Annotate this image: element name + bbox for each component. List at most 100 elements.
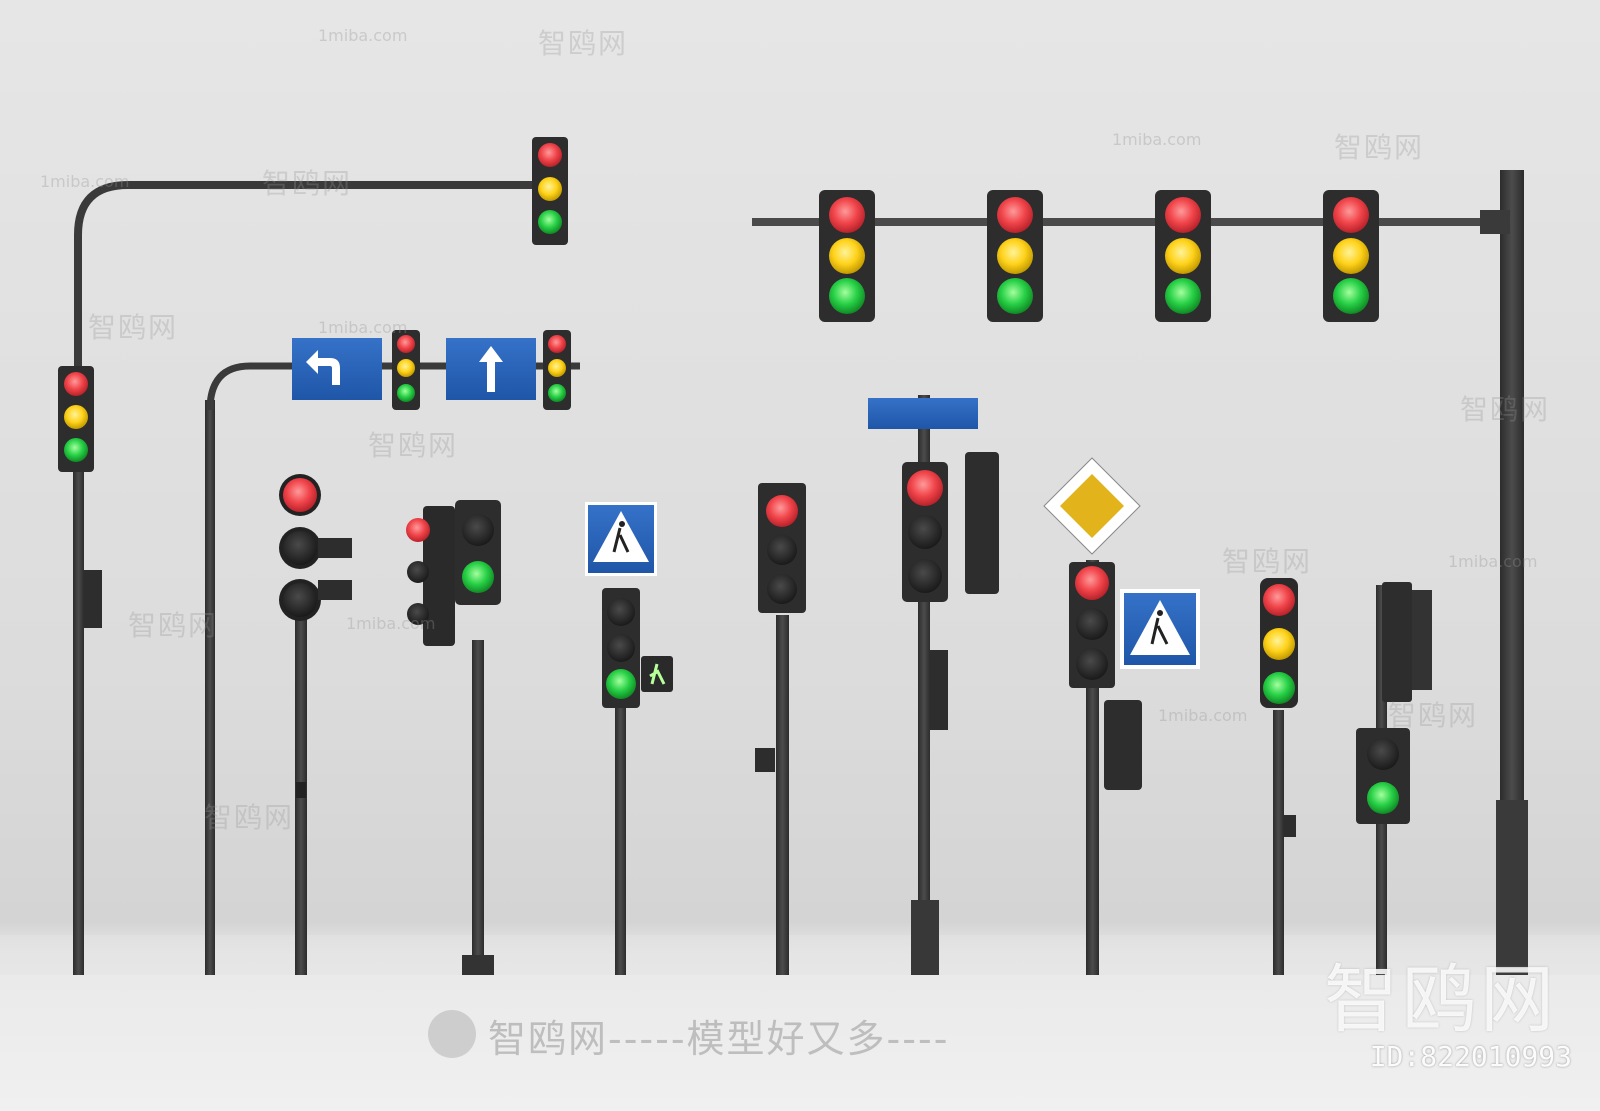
round-signal-pole [279, 474, 352, 975]
small-side-signal [930, 650, 948, 730]
red-light-icon [283, 478, 317, 512]
watermark-brand: 智鸥网 [368, 429, 459, 462]
priority-road-diamond [1060, 474, 1124, 538]
red-light-icon [64, 372, 88, 396]
signal-head-top [1382, 582, 1412, 702]
side-signal-head [965, 452, 999, 594]
green-light-icon [997, 278, 1033, 314]
off-light-icon [607, 634, 635, 662]
signal-head-rear [423, 506, 455, 646]
pole [472, 640, 484, 960]
yellow-light-icon [64, 405, 88, 429]
mast-arm [74, 181, 535, 370]
off-light-icon [407, 603, 429, 625]
watermark-brand: 智鸥网 [1460, 393, 1551, 426]
yellow-light-icon [997, 238, 1033, 274]
watermark-site: 1miba.com [1158, 706, 1248, 725]
push-button [296, 782, 306, 798]
pole [205, 400, 215, 975]
red-light-icon [997, 197, 1033, 233]
red-light-icon [397, 335, 415, 353]
green-light-icon [64, 438, 88, 462]
green-light-icon [548, 384, 566, 402]
small-signal-pole [1260, 578, 1298, 975]
red-light-icon [1263, 584, 1295, 616]
yellow-light-icon [1333, 238, 1369, 274]
push-button-box [755, 748, 775, 772]
priority-sign-signal-pole [1043, 457, 1200, 975]
off-light-icon [407, 561, 429, 583]
yellow-light-icon [829, 238, 865, 274]
watermark-slogan: 智鸥网-----模型好又多---- [488, 1017, 950, 1061]
arrow-left-turn-icon [306, 350, 340, 385]
watermark-site: 1miba.com [318, 318, 408, 337]
arm-bracket [1480, 210, 1510, 234]
floor-band [0, 935, 1600, 975]
watermark-brand: 智鸥网 [262, 167, 353, 200]
double-signal-pole [406, 500, 501, 975]
red-light-icon [907, 470, 943, 506]
yellow-light-icon [548, 359, 566, 377]
yellow-light-icon [1263, 628, 1295, 660]
gantry-arm [752, 218, 1512, 226]
green-light-icon [1333, 278, 1369, 314]
pole [615, 700, 626, 975]
red-light-icon [538, 143, 562, 167]
off-light-icon [767, 535, 797, 565]
off-light-icon [283, 583, 317, 617]
off-light-icon [283, 531, 317, 565]
green-light-icon [462, 561, 494, 593]
red-light-icon [548, 335, 566, 353]
red-light-icon [406, 518, 430, 542]
watermark-site: 1miba.com [40, 172, 130, 191]
watermark-corner-brand: 智鸥网 [1324, 957, 1558, 1043]
overhead-arrow-sign-gantry [205, 330, 580, 975]
watermark-brand: 智鸥网 [88, 311, 179, 344]
off-light-icon [908, 559, 942, 593]
red-light-icon [1075, 566, 1109, 600]
watermark-brand: 智鸥网 [204, 801, 295, 834]
off-light-icon [1076, 608, 1108, 640]
yellow-light-icon [397, 359, 415, 377]
green-light-icon [397, 384, 415, 402]
red-light-icon [766, 495, 798, 527]
pedestrian-signal-pole [585, 502, 673, 975]
green-light-icon [538, 210, 562, 234]
pole [1273, 710, 1284, 975]
street-name-sign [868, 398, 978, 429]
single-red-signal-pole [755, 483, 806, 975]
watermark-site: 1miba.com [346, 614, 436, 633]
walk-signal [641, 656, 673, 692]
green-light-icon [829, 278, 865, 314]
watermark-site: 1miba.com [318, 26, 408, 45]
green-light-icon [1165, 278, 1201, 314]
watermark-brand: 智鸥网 [1222, 545, 1313, 578]
small-side-signal [1104, 700, 1142, 790]
watermark-brand: 智鸥网 [1334, 131, 1425, 164]
watermark-brand: 智鸥网 [538, 27, 629, 60]
pole-base [911, 900, 939, 975]
walking-person-icon [649, 663, 666, 685]
pole [776, 615, 789, 975]
off-light-icon [1367, 738, 1399, 770]
watermark-logo-icon [428, 1010, 476, 1058]
watermark-brand: 智鸥网 [1388, 699, 1479, 732]
push-button [1284, 815, 1296, 837]
off-light-icon [462, 514, 494, 546]
gantry-pole [1500, 170, 1524, 810]
gantry-pole-base [1496, 800, 1528, 975]
green-light-icon [606, 669, 636, 699]
mast-arm [206, 362, 580, 411]
green-light-icon [1367, 782, 1399, 814]
off-light-icon [607, 598, 635, 626]
side-visor [1412, 590, 1432, 690]
side-signal [318, 580, 352, 600]
off-light-icon [908, 515, 942, 549]
pole [73, 450, 84, 975]
watermark-site: 1miba.com [1448, 552, 1538, 571]
green-light-icon [1263, 672, 1295, 704]
gantry-four-signals [752, 170, 1528, 975]
red-light-icon [829, 197, 865, 233]
off-light-icon [767, 574, 797, 604]
